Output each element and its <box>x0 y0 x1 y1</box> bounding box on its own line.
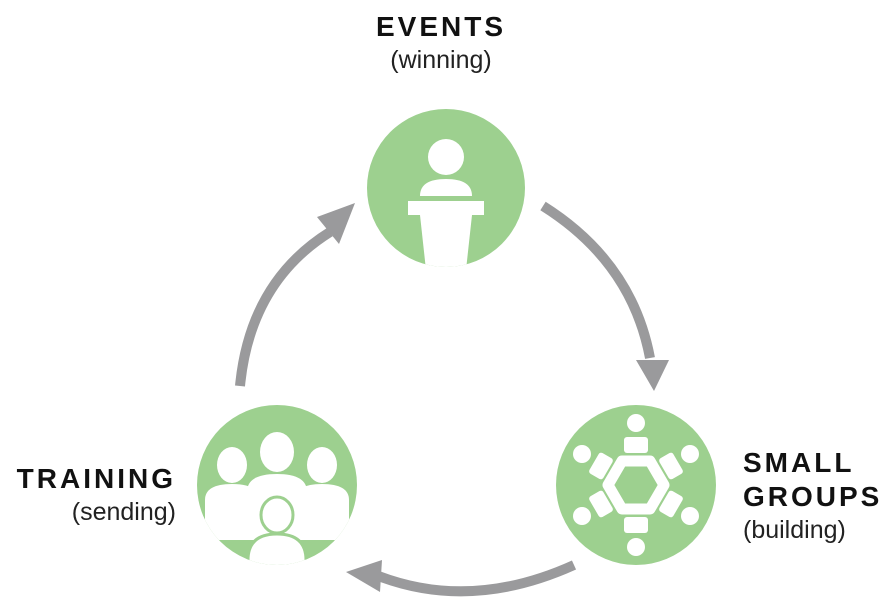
small-groups-node <box>556 405 716 565</box>
training-title: TRAINING <box>16 463 176 494</box>
arrowhead-up-icon <box>317 203 355 244</box>
arrow-groups-to-training <box>374 560 577 597</box>
arrow-heads <box>317 203 669 592</box>
arrow-events-to-groups <box>540 201 655 359</box>
events-title: EVENTS <box>375 11 507 42</box>
cycle-arrows <box>235 201 655 597</box>
small-groups-label: SMALL GROUPS (building) <box>743 446 882 546</box>
arrowhead-left-icon <box>346 560 382 592</box>
events-node <box>367 109 525 267</box>
round-table-group-icon <box>573 414 699 556</box>
podium-speaker-icon <box>408 139 484 267</box>
events-subtitle: (winning) <box>390 46 492 74</box>
table-icon <box>614 466 658 504</box>
training-node <box>197 405 357 565</box>
small-groups-subtitle: (building) <box>743 516 846 544</box>
small-groups-title-line1: SMALL <box>743 447 855 478</box>
small-groups-title-line2: GROUPS <box>743 481 882 512</box>
training-label: TRAINING (sending) <box>0 462 176 528</box>
arrowhead-down-icon <box>636 360 669 391</box>
events-label: EVENTS (winning) <box>341 10 541 76</box>
arrow-training-to-events <box>235 227 333 387</box>
training-subtitle: (sending) <box>71 498 176 526</box>
people-group-icon <box>205 432 349 565</box>
